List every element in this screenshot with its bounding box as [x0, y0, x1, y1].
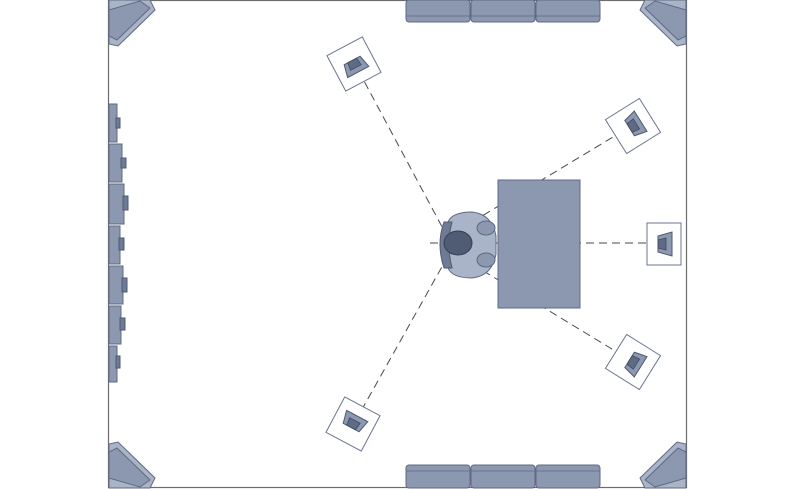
speaker-right-rear: [604, 333, 662, 391]
left-wall-diffusers: [108, 103, 129, 383]
listener-head: [443, 230, 473, 256]
speaker-front-left: [326, 36, 382, 92]
speaker-front-right: [604, 97, 662, 155]
corner-bass-trap-top-left: [108, 0, 156, 47]
bottom-wall-panels: [405, 464, 601, 489]
speaker-left-rear: [325, 396, 381, 452]
top-wall-panels: [405, 0, 601, 23]
speaker-center: [646, 222, 682, 266]
listener-chair: [439, 211, 497, 279]
corner-bass-trap-bottom-right: [639, 441, 687, 489]
corner-bass-trap-top-right: [639, 0, 687, 47]
room-outline: [107, 0, 688, 489]
desk: [497, 179, 581, 309]
corner-bass-trap-bottom-left: [108, 441, 156, 489]
